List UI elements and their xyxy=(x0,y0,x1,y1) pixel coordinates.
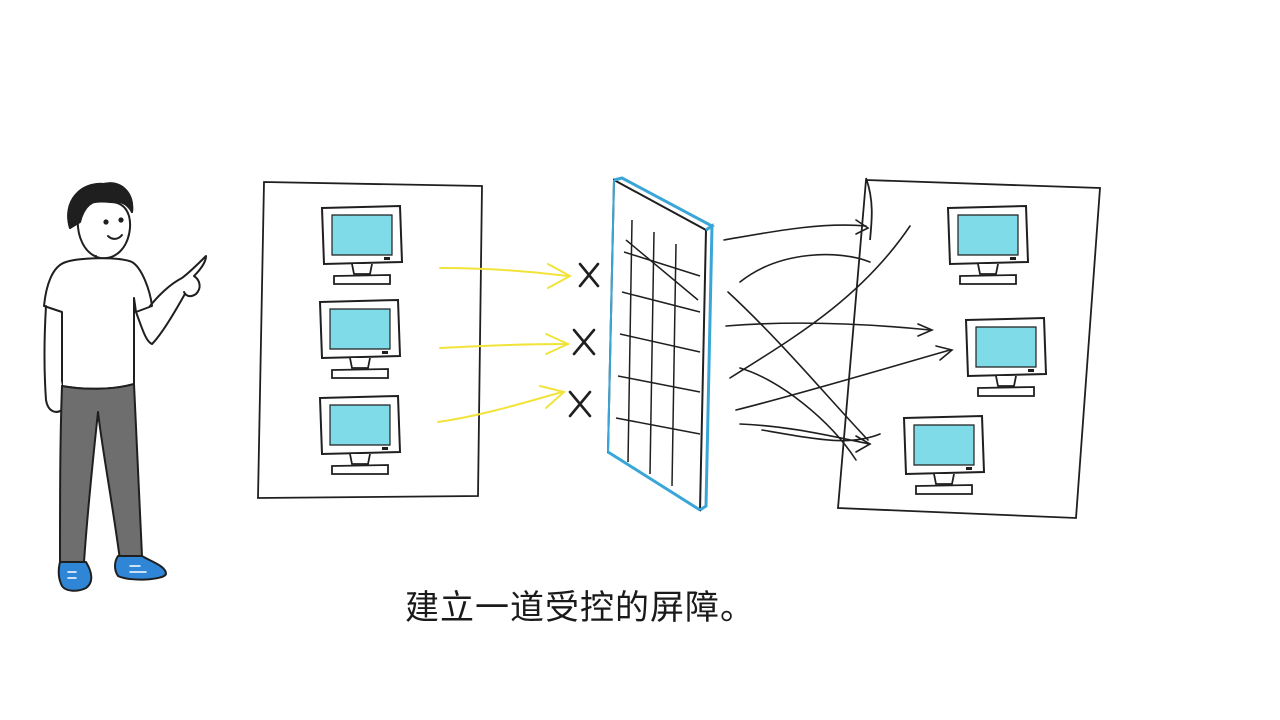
arrow-1 xyxy=(439,267,569,277)
x-mark-icon xyxy=(578,262,600,288)
desktop-computer-icon xyxy=(318,298,402,379)
person-pointing-icon xyxy=(43,182,207,592)
caption-text: 建立一道受控的屏障。 xyxy=(405,588,755,628)
desktop-computer-icon xyxy=(946,204,1030,285)
desktop-computer-icon xyxy=(902,414,986,495)
internal-network-box xyxy=(257,181,483,499)
desktop-computer-icon xyxy=(964,316,1048,397)
person-pants xyxy=(59,383,143,563)
external-traffic-lines xyxy=(723,219,954,461)
outbound-arrows xyxy=(437,263,573,423)
person-right-shoe xyxy=(114,555,167,581)
arrow-2 xyxy=(439,343,567,349)
desktop-computer-icon xyxy=(318,394,402,475)
external-network-box xyxy=(837,177,1101,519)
desktop-computer-icon xyxy=(320,204,404,285)
person-left-shoe xyxy=(57,561,93,592)
arrow-3 xyxy=(437,391,563,423)
person-shirt xyxy=(43,257,153,390)
x-mark-icon xyxy=(568,390,592,418)
x-mark-icon xyxy=(572,328,596,356)
firewall-grid-icon xyxy=(606,176,715,512)
